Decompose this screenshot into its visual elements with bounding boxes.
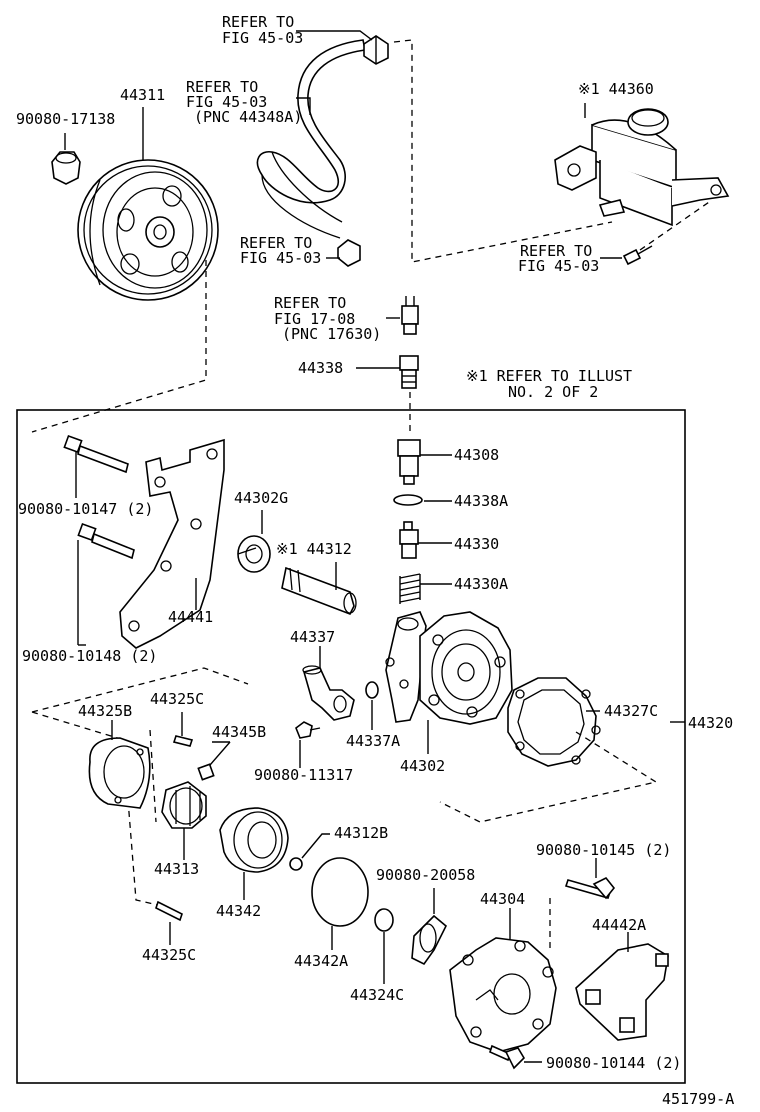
bolt-90080-11317 [295,721,321,739]
gasket-90080-20058 [411,914,447,966]
label-90080-10147: 90080-10147 (2) [18,500,153,518]
label-44342: 44342 [216,902,261,920]
bracket-44442a [575,943,669,1041]
label-44338: 44338 [298,359,343,377]
housing-44302 [385,611,513,725]
oring-44338a [393,494,423,506]
label-refer-hose-1: REFER TO [240,234,312,252]
bolt-90080-10148 [77,522,135,560]
rotor-44313 [161,781,207,829]
valve-44330 [399,521,419,559]
oring-44337a [365,681,379,699]
figure-id: 451799-A [662,1090,734,1108]
label-refer-17-08-1: REFER TO [274,294,346,312]
label-44330a: 44330A [454,575,508,593]
gasket-44327c [507,677,601,767]
label-refer-hose-2: FIG 45-03 [240,249,321,267]
label-refer-17-08-2: FIG 17-08 [274,310,355,328]
hose [256,39,366,239]
label-90080-20058: 90080-20058 [376,866,475,884]
spring-44330a [399,573,421,604]
label-44312b: 44312B [334,824,388,842]
key-44345b [197,763,215,781]
label-44312: ※1 44312 [276,540,352,558]
note-line-2: NO. 2 OF 2 [508,383,598,401]
bearing-44302g [237,535,271,573]
label-44325c-top: 44325C [150,690,204,708]
label-44345b: 44345B [212,723,266,741]
label-refer-44348a-2: FIG 45-03 [186,93,267,111]
plate-44342 [219,807,289,873]
label-44311: 44311 [120,86,165,104]
bolt-90080-10147 [63,434,129,474]
label-44337a: 44337A [346,732,400,750]
label-44308: 44308 [454,446,499,464]
label-refer-top-1: REFER TO [222,13,294,31]
shaft-44312 [281,566,357,616]
label-refer-res-2: FIG 45-03 [518,257,599,275]
label-44302: 44302 [400,757,445,775]
label-44325c-bottom: 44325C [142,946,196,964]
label-refer-44348a-1: REFER TO [186,78,258,96]
pin-44325c-bottom [155,900,183,922]
note-line-1: ※1 REFER TO ILLUST [466,367,632,385]
bolt-90080-10144 [489,1044,526,1070]
assembly-frame [16,409,686,1084]
fitting-44338 [399,355,419,389]
label-44302g: 44302G [234,489,288,507]
label-44304: 44304 [480,890,525,908]
nut-90080-17138 [51,151,81,185]
label-44342a: 44342A [294,952,348,970]
label-refer-44348a-3: (PNC 44348A) [194,108,302,126]
label-44442a: 44442A [592,916,646,934]
label-90080-10145: 90080-10145 (2) [536,841,671,859]
label-44313: 44313 [154,860,199,878]
clamp-top [363,35,389,65]
bracket-44441 [119,438,225,649]
label-90080-11317: 90080-11317 [254,766,353,784]
pressure-switch [401,296,419,335]
snap-ring-44312b [289,857,303,871]
label-44325b: 44325B [78,702,132,720]
label-44324c: 44324C [350,986,404,1004]
oring-44342a [311,857,369,927]
bolt-90080-10145 [564,876,616,900]
label-90080-17138: 90080-17138 [16,110,115,128]
pulley-44311 [77,159,219,301]
reservoir-44360 [554,108,730,227]
label-44337: 44337 [290,628,335,646]
label-90080-10148: 90080-10148 (2) [22,647,157,665]
label-44441: 44441 [168,608,213,626]
clamp-bottom [337,239,361,267]
cam-ring-44325b [88,737,151,809]
label-44330: 44330 [454,535,499,553]
label-90080-10144: 90080-10144 (2) [546,1054,681,1072]
pin-44325c-top [172,735,194,747]
label-44360: ※1 44360 [578,80,654,98]
label-44338a: 44338A [454,492,508,510]
oring-44324c [374,908,394,932]
label-44327c: 44327C [604,702,658,720]
connector-44337 [302,665,355,721]
housing-44304 [449,937,557,1053]
label-refer-17-08-3: (PNC 17630) [282,325,381,343]
label-refer-top-2: FIG 45-03 [222,29,303,47]
valve-44308 [397,439,421,485]
label-refer-res-1: REFER TO [520,242,592,260]
label-44320: 44320 [688,714,733,732]
bolt-reservoir [622,245,653,266]
